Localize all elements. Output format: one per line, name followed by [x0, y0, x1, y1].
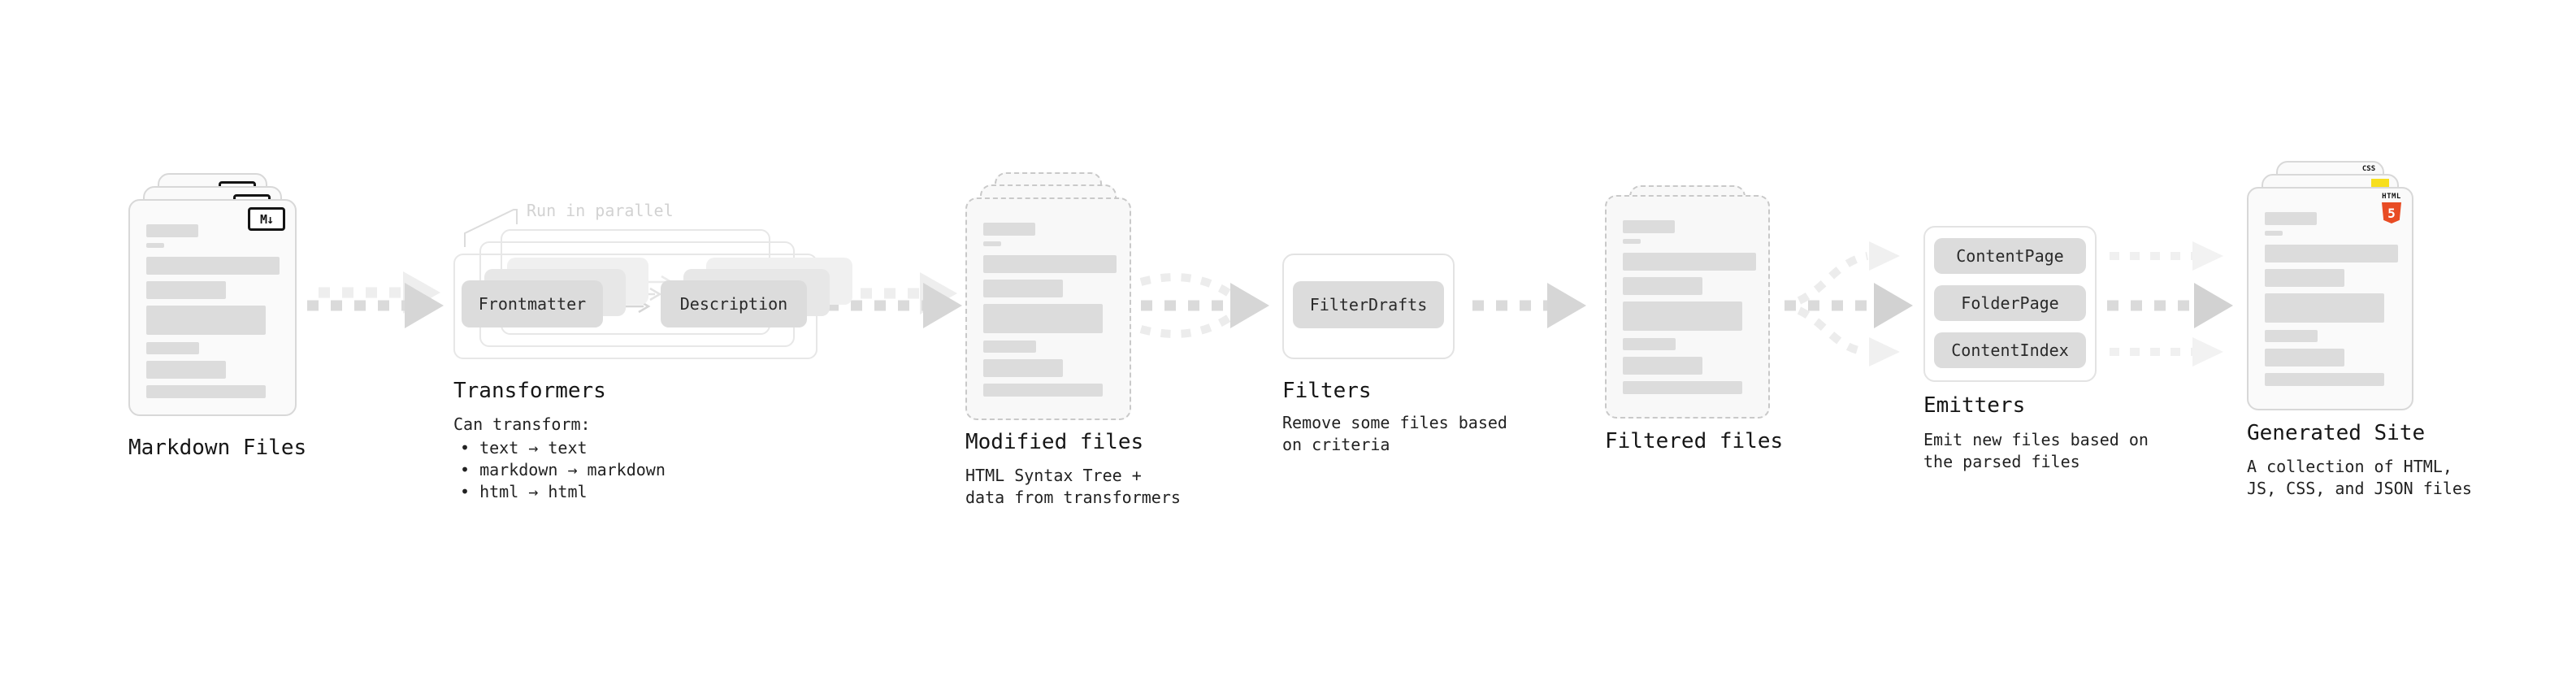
- skeleton-text-bar: [2265, 269, 2344, 287]
- skeleton-text-bar: [146, 224, 198, 237]
- html5-icon: HTML 5: [2381, 193, 2402, 223]
- filtered-file-card-front: [1605, 195, 1770, 419]
- modified-files-title: Modified files: [965, 430, 1144, 454]
- skeleton-text-bar: [983, 384, 1103, 397]
- bullet-item: • text → text: [460, 438, 588, 458]
- modified-files-description: HTML Syntax Tree + data from transformer…: [965, 466, 1181, 507]
- site-file-card-front: HTML 5: [2247, 187, 2413, 410]
- contentindex-chip: ContentIndex: [1934, 332, 2086, 368]
- filtered-files-title: Filtered files: [1605, 429, 1784, 453]
- modified-file-card-front: [965, 197, 1131, 420]
- skeleton-text-bar: [983, 304, 1103, 333]
- skeleton-text-bar: [146, 257, 280, 275]
- skeleton-text-bar: [146, 361, 226, 379]
- arrow-modified-to-filters: [1139, 273, 1269, 338]
- skeleton-text-bar: [1623, 277, 1702, 295]
- skeleton-text-bar: [983, 241, 1001, 246]
- skeleton-text-bar: [2265, 349, 2344, 367]
- skeleton-text-bar: [1623, 381, 1742, 394]
- skeleton-text-bar: [983, 340, 1036, 353]
- arrow-emitters-to-site: [2107, 241, 2233, 367]
- skeleton-text-bar: [146, 385, 266, 398]
- contentpage-chip: ContentPage: [1934, 238, 2086, 274]
- skeleton-text-bar: [2265, 330, 2318, 342]
- skeleton-text-bar: [983, 280, 1063, 297]
- folderpage-chip: FolderPage: [1934, 285, 2086, 321]
- skeleton-text-bar: [146, 306, 266, 335]
- skeleton-text-bar: [1623, 220, 1675, 233]
- css-icon-label: CSS: [2361, 165, 2376, 173]
- skeleton-text-bar: [1623, 338, 1676, 350]
- skeleton-text-bar: [1623, 357, 1702, 375]
- skeleton-text-bar: [146, 342, 199, 354]
- filters-description: Remove some files based on criteria: [1282, 413, 1507, 454]
- bullet-item: • markdown → markdown: [460, 460, 666, 479]
- markdown-files-title: Markdown Files: [128, 436, 307, 460]
- skeleton-text-bar: [2265, 373, 2384, 386]
- skeleton-text-bar: [2265, 212, 2317, 225]
- bullet-item: • html → html: [460, 482, 588, 501]
- markdown-icon: M↓: [248, 207, 285, 231]
- arrow-markdown-to-transformers: [307, 271, 444, 328]
- markdown-file-card-front: M↓: [128, 199, 297, 416]
- arrow-filtered-to-emitters: [1785, 241, 1913, 367]
- filterdrafts-chip: FilterDrafts: [1293, 281, 1444, 328]
- run-in-parallel-note: Run in parallel: [527, 201, 674, 220]
- skeleton-text-bar: [983, 255, 1117, 273]
- skeleton-text-bar: [146, 243, 164, 248]
- generated-site-title: Generated Site: [2247, 421, 2426, 445]
- skeleton-text-bar: [146, 281, 226, 299]
- skeleton-text-bar: [1623, 253, 1756, 271]
- skeleton-text-bar: [983, 359, 1063, 377]
- emitters-description: Emit new files based on the parsed files: [1923, 430, 2149, 471]
- generated-site-description: A collection of HTML, JS, CSS, and JSON …: [2247, 457, 2472, 498]
- transformers-title: Transformers: [453, 379, 606, 403]
- emitters-title: Emitters: [1923, 393, 2026, 418]
- html5-icon-shield: 5: [2382, 202, 2401, 223]
- transformers-description: Can transform:: [453, 414, 591, 434]
- skeleton-text-bar: [2265, 293, 2384, 323]
- html5-icon-label: HTML: [2382, 193, 2401, 201]
- skeleton-text-bar: [1623, 301, 1742, 331]
- skeleton-text-bar: [983, 223, 1035, 236]
- arrow-filters-to-filtered: [1472, 283, 1586, 328]
- filters-title: Filters: [1282, 379, 1372, 403]
- skeleton-text-bar: [2265, 231, 2283, 236]
- skeleton-text-bar: [1623, 239, 1641, 244]
- skeleton-text-bar: [2265, 245, 2398, 262]
- frontmatter-chip: Frontmatter: [462, 280, 603, 327]
- description-chip: Description: [661, 280, 807, 327]
- transformers-bullet-list: • text → text • markdown → markdown • ht…: [460, 437, 666, 503]
